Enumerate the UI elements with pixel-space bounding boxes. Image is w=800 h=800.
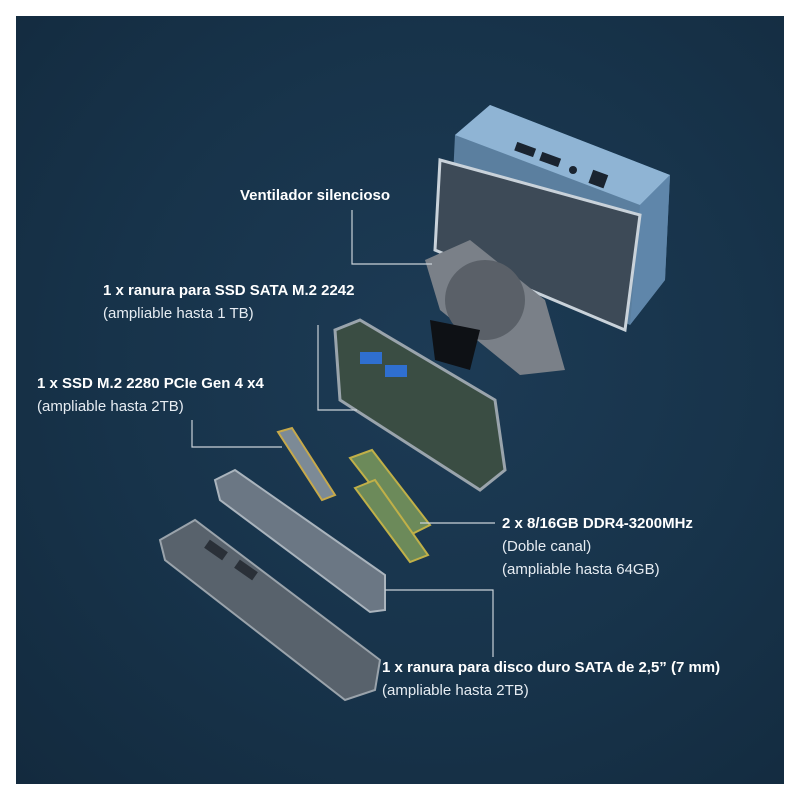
bottom-plate	[158, 518, 382, 702]
ram-modules	[348, 448, 432, 564]
motherboard	[333, 318, 507, 492]
leader-line-hdd	[385, 589, 494, 657]
callout-title: 1 x ranura para disco duro SATA de 2,5” …	[382, 659, 721, 676]
callout-title: 1 x SSD M.2 2280 PCIe Gen 4 x4	[37, 375, 264, 392]
callout-title: 1 x ranura para SSD SATA M.2 2242	[103, 282, 355, 299]
callout-note: (ampliable hasta 2TB)	[37, 398, 184, 415]
callout-note: (Doble canal)	[502, 538, 592, 555]
callout-note: (ampliable hasta 2TB)	[382, 682, 529, 699]
leader-lines	[191, 210, 495, 657]
callout-sata-m2-slot: 1 x ranura para SSD SATA M.2 2242 (ampli…	[103, 279, 355, 325]
mini-pc-case	[433, 105, 670, 333]
fan	[425, 240, 565, 375]
ssd-m2-2280	[276, 426, 337, 502]
leader-line-sata-m2	[317, 325, 357, 411]
callout-title: 2 x 8/16GB DDR4-3200MHz	[502, 515, 693, 532]
callout-title: Ventilador silencioso	[240, 187, 391, 204]
callout-fan: Ventilador silencioso	[240, 184, 390, 207]
callout-ram: 2 x 8/16GB DDR4-3200MHz (Doble canal) (a…	[502, 512, 693, 581]
leader-line-ssd	[191, 420, 282, 448]
callout-hdd: 1 x ranura para disco duro SATA de 2,5” …	[382, 656, 720, 702]
leader-line-fan	[351, 210, 432, 265]
callout-ssd: 1 x SSD M.2 2280 PCIe Gen 4 x4 (ampliabl…	[37, 372, 264, 418]
callout-note: (ampliable hasta 1 TB)	[103, 305, 254, 322]
callout-note: (ampliable hasta 64GB)	[502, 561, 660, 578]
hdd-tray	[213, 468, 386, 614]
